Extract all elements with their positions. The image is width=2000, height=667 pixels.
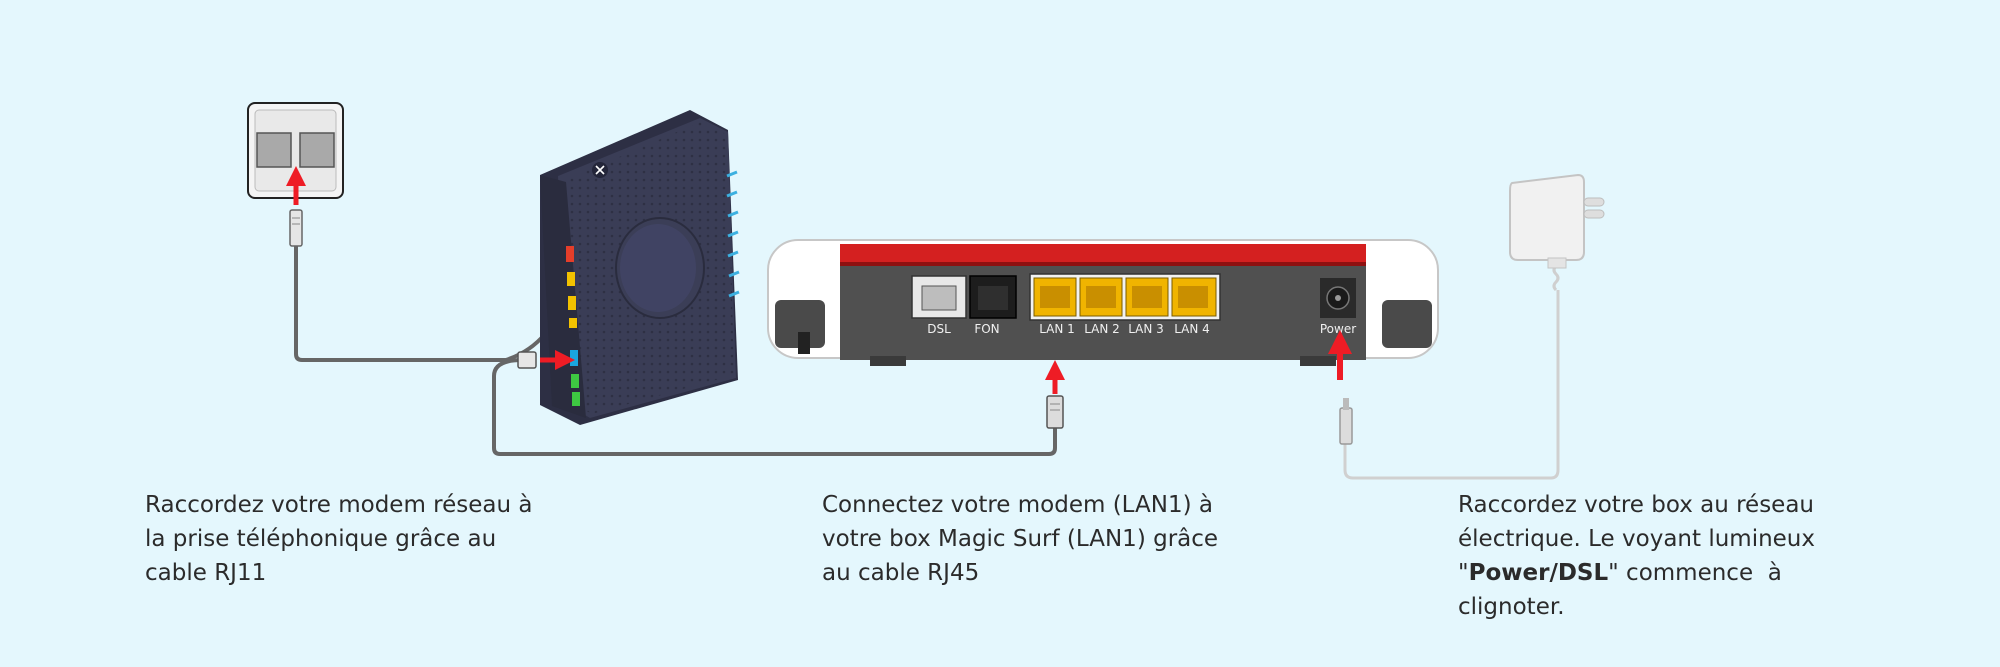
step3-caption: Raccordez votre box au réseau électrique… — [1458, 488, 1815, 624]
rj45-cable — [492, 358, 1064, 456]
label-lan1: LAN 1 — [1039, 322, 1075, 336]
wall-socket — [247, 102, 344, 199]
step1-line3: cable RJ11 — [145, 560, 267, 586]
rj45-plug — [1046, 395, 1064, 429]
step2-line1: Connectez votre modem (LAN1) à — [822, 492, 1213, 518]
socket-port-right — [299, 132, 335, 168]
red-strip — [840, 244, 1366, 266]
port-lan3 — [1125, 277, 1169, 317]
port-lan4 — [1171, 277, 1217, 317]
step2-line3: au cable RJ45 — [822, 560, 980, 586]
step2-line2: votre box Magic Surf (LAN1) grâce — [822, 526, 1219, 552]
port-power — [1320, 278, 1356, 318]
rj11-cable — [289, 209, 547, 362]
x-logo-icon — [592, 162, 608, 178]
socket-port-left — [256, 132, 292, 168]
step3-quote-open: " — [1458, 560, 1469, 586]
rj11-plug-top — [289, 209, 303, 247]
step3-line3: "Power/DSL" commence à — [1458, 556, 1815, 590]
port-fon — [969, 275, 1017, 319]
step3-line4: clignoter. — [1458, 594, 1565, 620]
step1-line1: Raccordez votre modem réseau à — [145, 492, 533, 518]
step3-bold-term: Power/DSL — [1468, 560, 1609, 586]
step1-caption: Raccordez votre modem réseau à la prise … — [145, 488, 533, 590]
modem-box: DSL FON LAN 1 LAN 2 LAN 3 LAN 4 Power — [767, 239, 1439, 366]
label-lan4: LAN 4 — [1174, 322, 1210, 336]
port-lan2 — [1079, 277, 1123, 317]
label-fon: FON — [974, 322, 999, 336]
step3-line1: Raccordez votre box au réseau — [1458, 492, 1815, 518]
port-lan1 — [1033, 277, 1077, 317]
step3-line2: électrique. Le voyant lumineux — [1458, 526, 1815, 552]
port-dsl — [911, 275, 967, 319]
step1-line2: la prise téléphonique grâce au — [145, 526, 497, 552]
router — [540, 110, 740, 425]
step2-caption: Connectez votre modem (LAN1) à votre box… — [822, 488, 1218, 590]
step3-line3-rest: " commence à — [1608, 560, 1782, 586]
label-power: Power — [1320, 322, 1356, 336]
label-lan3: LAN 3 — [1128, 322, 1164, 336]
label-lan2: LAN 2 — [1084, 322, 1120, 336]
rj11-plug-router — [517, 351, 537, 369]
label-dsl: DSL — [927, 322, 951, 336]
router-blue-light-strip — [726, 170, 740, 298]
power-adapter — [1339, 173, 1605, 480]
